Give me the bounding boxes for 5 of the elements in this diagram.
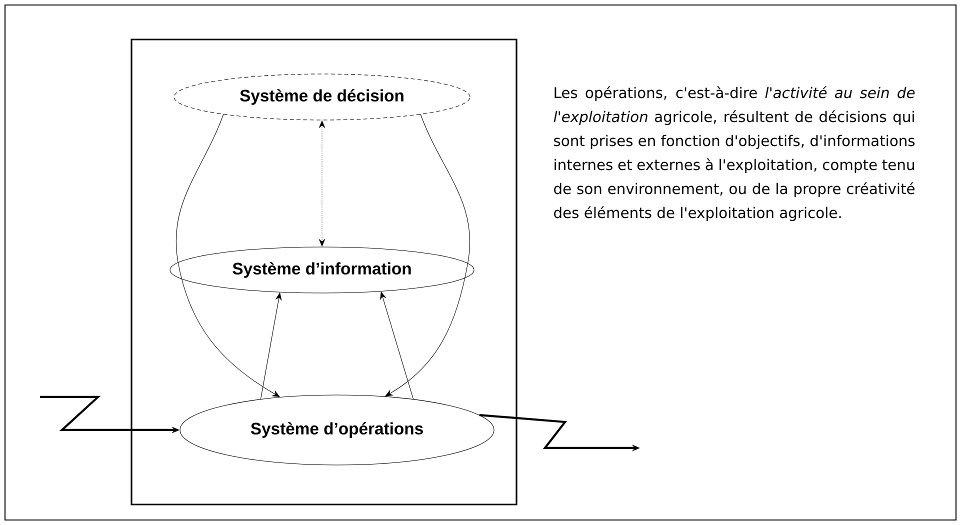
box-frame	[130, 38, 518, 506]
ellipse-node: Système d’opérations	[180, 394, 494, 466]
paragraph: Les opérations, c'est-à-dire l'activité au sein de l'exploitation agricole, résultent de décisions qui sont prises en fonction d'objectifs, d'informations internes et externes à l'exploitation, compte tenu de son environnement, ou de la propre créativité des éléments de l'exploitation agricole.	[554, 86, 915, 222]
ellipse-node: Système de décision	[174, 74, 470, 120]
ellipse-node: Système d’information	[170, 246, 474, 294]
